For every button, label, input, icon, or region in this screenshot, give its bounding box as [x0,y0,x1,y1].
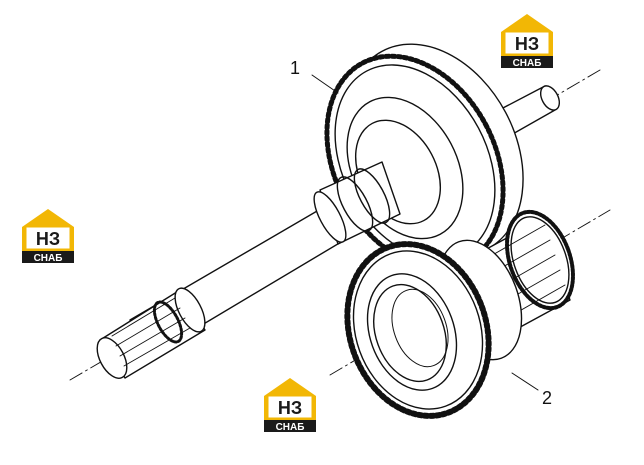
watermark-mark: НЗ [36,229,60,249]
watermark-logo: НЗ СНАБ [22,209,74,263]
watermark-logo: НЗ СНАБ [501,14,553,68]
leader-line-1 [311,74,339,94]
callout-2: 2 [542,388,553,408]
leader-line-2 [511,372,539,391]
callout-1: 1 [290,58,301,78]
watermark-mark: НЗ [515,34,539,54]
watermark-label: СНАБ [276,422,305,432]
watermark-logo: НЗ СНАБ [264,378,316,432]
watermark-mark: НЗ [278,398,302,418]
gear-cluster [344,209,575,419]
watermark-label: СНАБ [34,253,63,263]
main-shaft [96,161,401,379]
watermark-label: СНАБ [513,58,542,68]
